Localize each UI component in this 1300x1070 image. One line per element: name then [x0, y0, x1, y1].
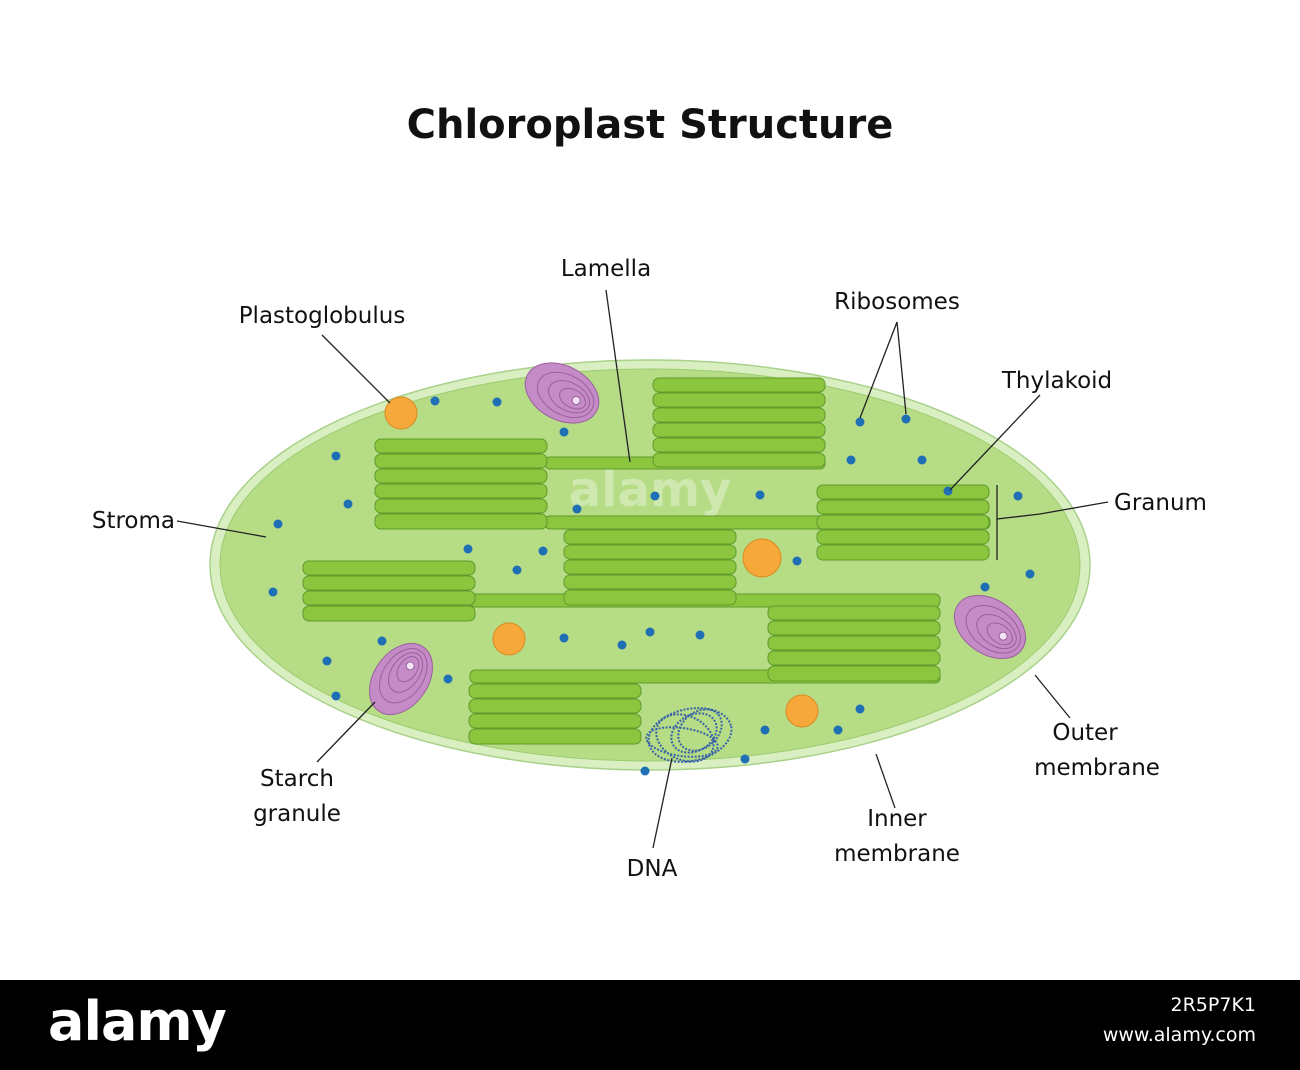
ribosome [855, 704, 865, 714]
plastoglobulus [492, 622, 526, 656]
ribosome [695, 630, 705, 640]
ribosome [917, 455, 927, 465]
starch-granules [369, 362, 1027, 716]
ribosome [650, 491, 660, 501]
ribosome [538, 546, 548, 556]
granum-stack [302, 560, 476, 622]
ribosome [943, 486, 953, 496]
thylakoid-leader [949, 394, 1041, 491]
ribosome [760, 725, 770, 735]
chloroplast-diagram: Chloroplast Structure alamy [92, 102, 1207, 882]
dna-leader [652, 757, 673, 849]
inner-membrane-leader [875, 753, 896, 809]
plastoglobulus-label: Plastoglobulus [239, 303, 406, 329]
ribosome [617, 640, 627, 650]
ribosome [980, 582, 990, 592]
stroma-leader [176, 520, 267, 538]
ribosomes-leader [859, 321, 898, 419]
starch-granule-label-line1: Starch [260, 766, 334, 792]
plastoglobulus-leader [321, 334, 391, 404]
ribosomes [268, 396, 1035, 776]
ribosome [645, 627, 655, 637]
ribosome [572, 504, 582, 514]
ribosome [833, 725, 843, 735]
ribosome [443, 674, 453, 684]
ribosome [640, 766, 650, 776]
ribosome [901, 414, 911, 424]
ribosome [1025, 569, 1035, 579]
ribosomes-label: Ribosomes [834, 289, 960, 315]
granum-label: Granum [1114, 490, 1207, 516]
stock-footer-bar: alamy 2R5P7K1 www.alamy.com [0, 980, 1300, 1070]
stock-meta: 2R5P7K1 www.alamy.com [1103, 994, 1256, 1046]
outer-membrane-leader [1034, 674, 1071, 719]
lamella-label: Lamella [561, 256, 651, 282]
ribosome [343, 499, 353, 509]
stock-url: www.alamy.com [1102, 1024, 1256, 1046]
granum-stack [816, 484, 990, 561]
starch-granule [369, 642, 433, 716]
ribosome [430, 396, 440, 406]
leader-lines [176, 289, 1109, 849]
outer-membrane-label-line1: Outer [1052, 720, 1118, 746]
ribosome [492, 397, 502, 407]
granum-stack [767, 605, 941, 682]
dna-coil [645, 707, 733, 763]
ribosomes-leader [896, 321, 907, 415]
plastoglobulus [742, 538, 782, 578]
image-id: 2R5P7K1 [1170, 994, 1256, 1016]
ribosome [559, 633, 569, 643]
ribosome [322, 656, 332, 666]
ribosome [792, 556, 802, 566]
starch-granule [524, 362, 600, 424]
plastoglobulus [384, 396, 418, 430]
stock-logo: alamy [48, 990, 227, 1053]
ribosome [463, 544, 473, 554]
lamella-leader [605, 289, 631, 463]
ribosome [855, 417, 865, 427]
outer-membrane-label-line2: membrane [1034, 755, 1160, 781]
dna-label: DNA [627, 856, 678, 882]
granum-stack [652, 377, 826, 468]
plastoglobuli [384, 396, 819, 728]
grana [302, 377, 990, 745]
ribosome [512, 565, 522, 575]
ribosome [273, 519, 283, 529]
ribosome [740, 754, 750, 764]
inner-membrane-label-line2: membrane [834, 841, 960, 867]
ribosome [1013, 491, 1023, 501]
ribosome [755, 490, 765, 500]
granum-leader [996, 501, 1109, 520]
granum-stack [374, 438, 548, 530]
ribosome [331, 451, 341, 461]
ribosome [846, 455, 856, 465]
granum-stack [468, 683, 642, 745]
granum-stack [563, 529, 737, 606]
ribosome [559, 427, 569, 437]
thylakoid-label: Thylakoid [1001, 368, 1112, 394]
diagram-title: Chloroplast Structure [407, 102, 894, 148]
plastoglobulus [785, 694, 819, 728]
starch-granule-leader [316, 701, 376, 763]
starch-granule-label-line2: granule [253, 801, 341, 827]
ribosome [268, 587, 278, 597]
diagram-watermark: alamy [569, 462, 732, 518]
inner-membrane-label-line1: Inner [867, 806, 927, 832]
ribosome [377, 636, 387, 646]
starch-granule [953, 595, 1027, 659]
stroma-label: Stroma [92, 508, 175, 534]
ribosome [331, 691, 341, 701]
